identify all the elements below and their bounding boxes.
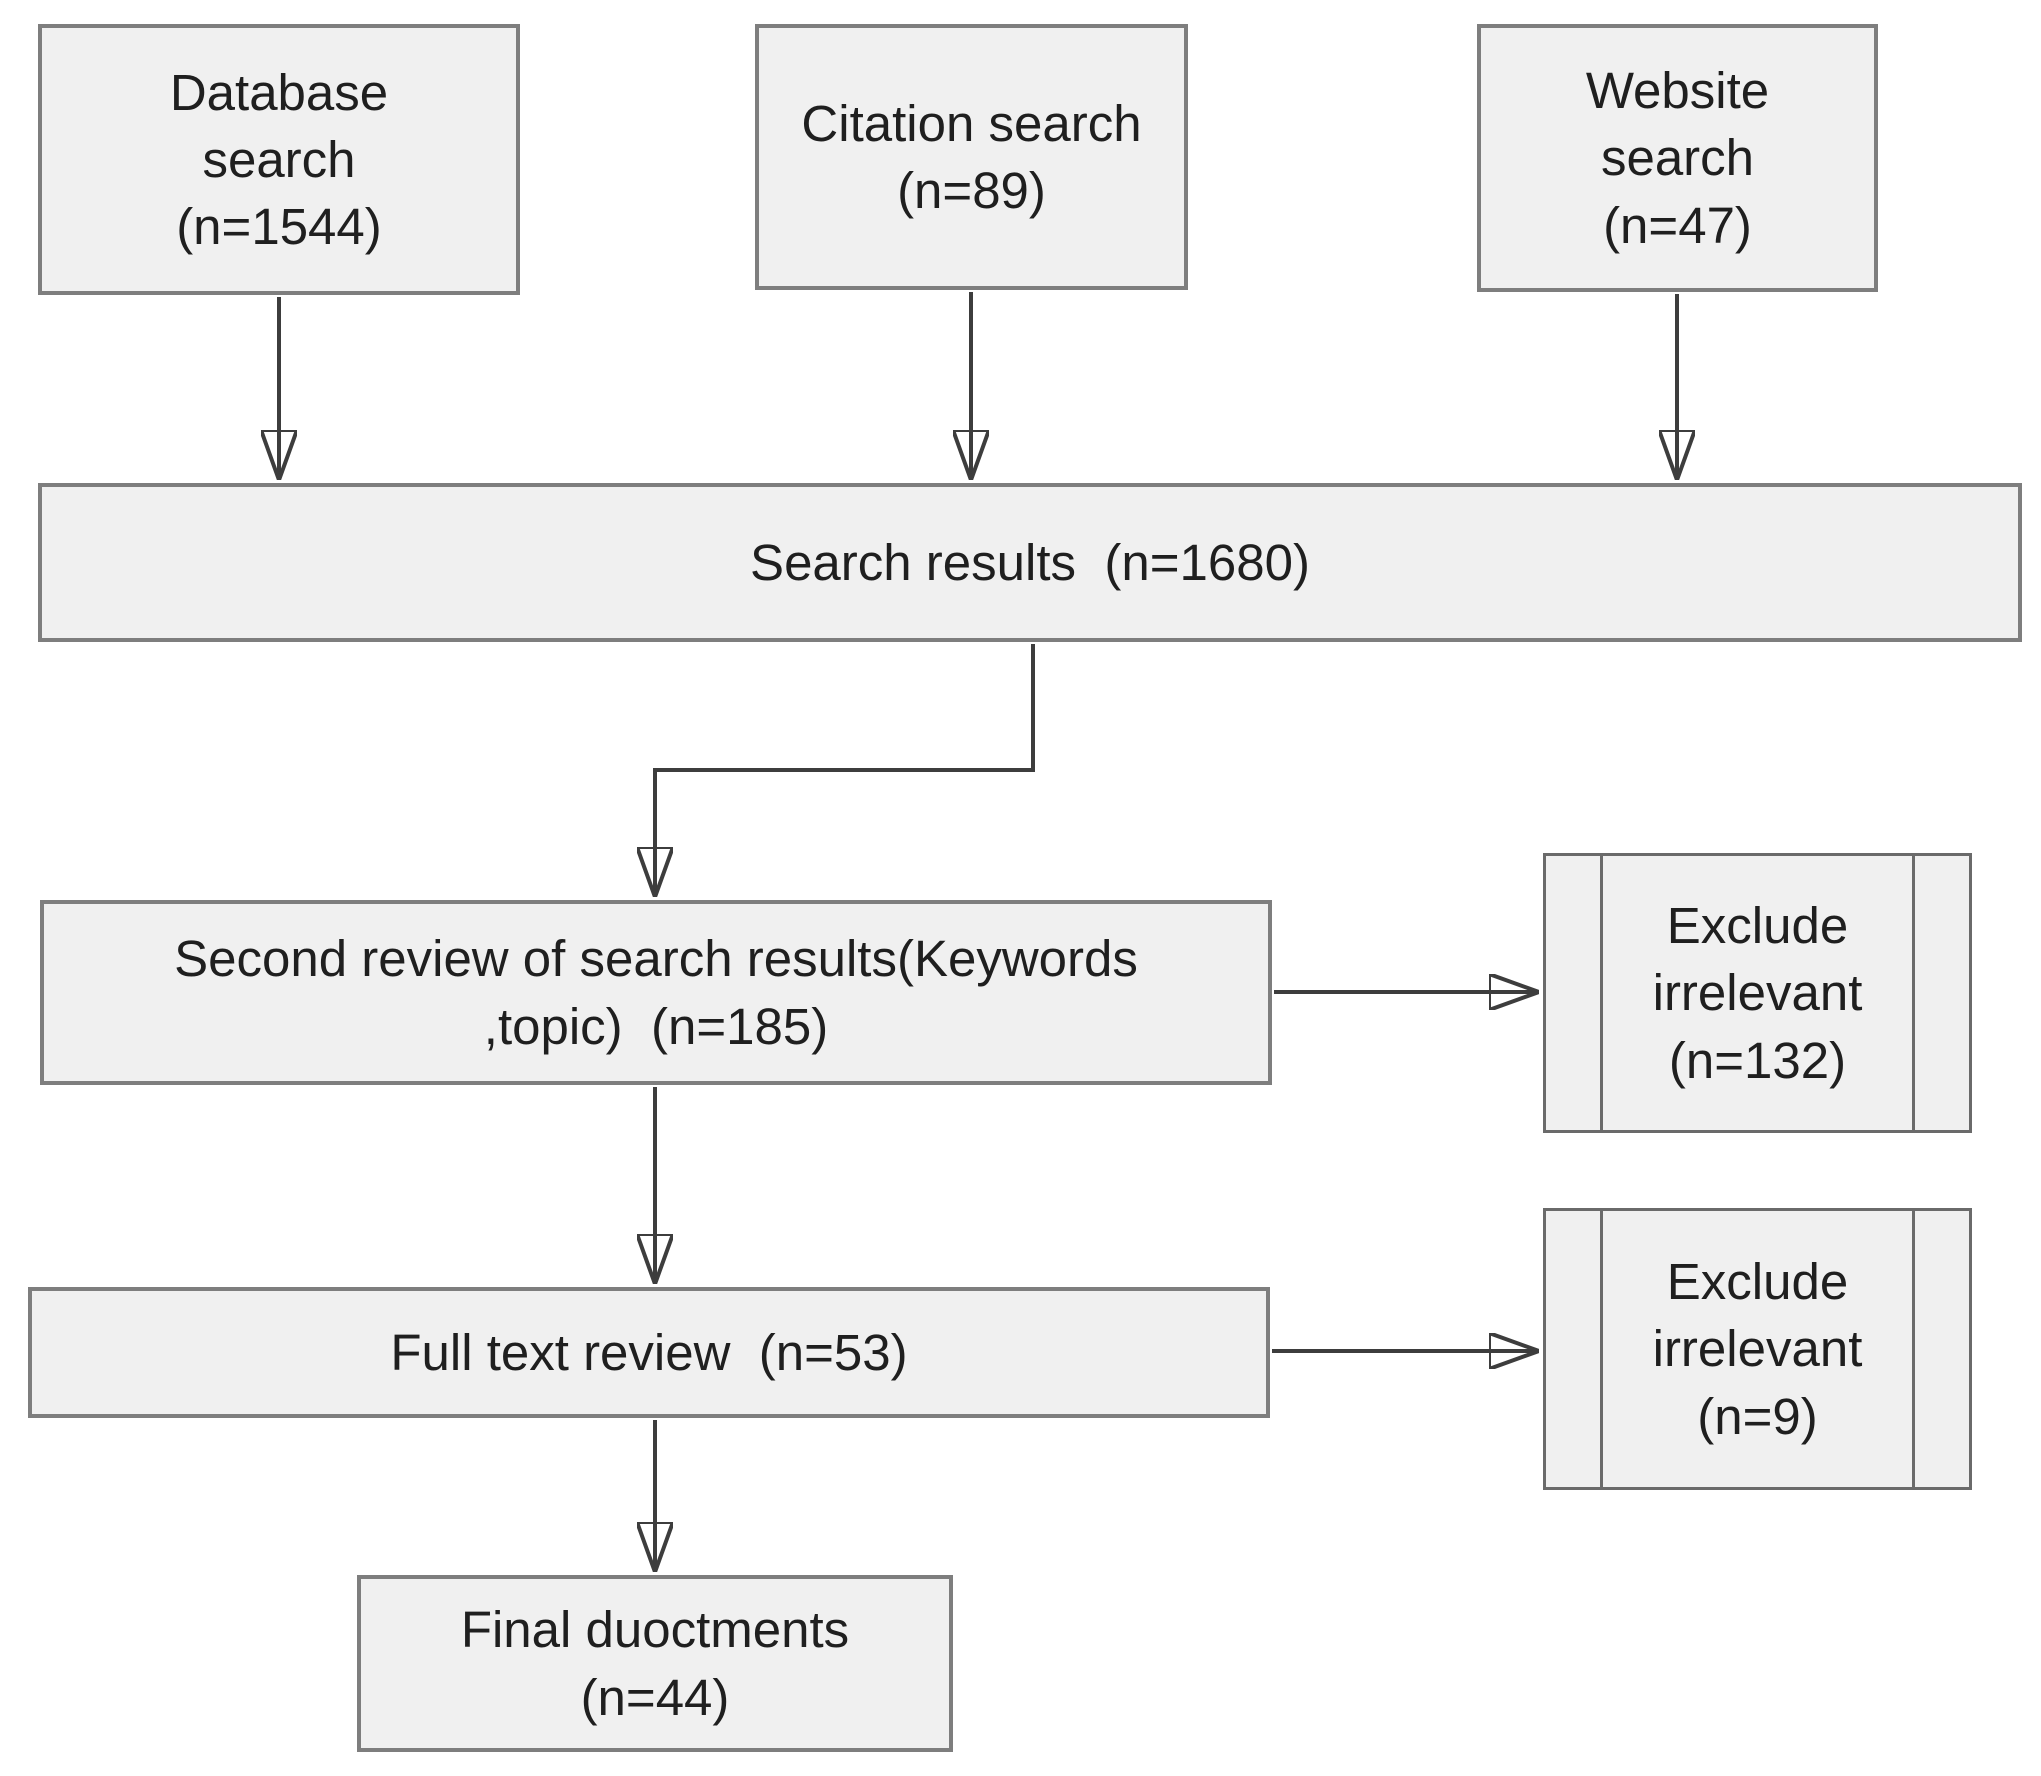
node-search-results: Search results (n=1680): [38, 483, 2022, 642]
node-exclude-irrelevant-2-label: Exclude irrelevant (n=9): [1652, 1253, 1863, 1445]
predefined-process-right-bar: [1912, 1211, 1915, 1487]
node-citation-search: Citation search (n=89): [755, 24, 1188, 290]
node-website-search: Website search (n=47): [1477, 24, 1878, 292]
node-exclude-irrelevant-2: Exclude irrelevant (n=9): [1543, 1208, 1972, 1490]
predefined-process-left-bar: [1600, 1211, 1603, 1487]
predefined-process-left-bar: [1600, 856, 1603, 1130]
arrow-results-to-second-review-elbow: [655, 644, 1035, 894]
node-search-results-label: Search results (n=1680): [750, 533, 1310, 591]
node-second-review-label: Second review of search results(Keywords…: [174, 930, 1138, 1055]
node-second-review: Second review of search results(Keywords…: [40, 900, 1272, 1085]
node-database-search: Database search (n=1544): [38, 24, 520, 295]
node-full-text-review: Full text review (n=53): [28, 1287, 1270, 1418]
node-full-text-review-label: Full text review (n=53): [390, 1323, 908, 1381]
node-database-search-label: Database search (n=1544): [169, 63, 389, 256]
predefined-process-right-bar: [1912, 856, 1915, 1130]
node-citation-search-label: Citation search (n=89): [801, 94, 1142, 219]
node-exclude-irrelevant-1-label: Exclude irrelevant (n=132): [1652, 897, 1863, 1089]
node-final-documents-label: Final duoctments (n=44): [460, 1601, 850, 1726]
node-final-documents: Final duoctments (n=44): [357, 1575, 953, 1752]
node-website-search-label: Website search (n=47): [1585, 62, 1770, 254]
node-exclude-irrelevant-1: Exclude irrelevant (n=132): [1543, 853, 1972, 1133]
